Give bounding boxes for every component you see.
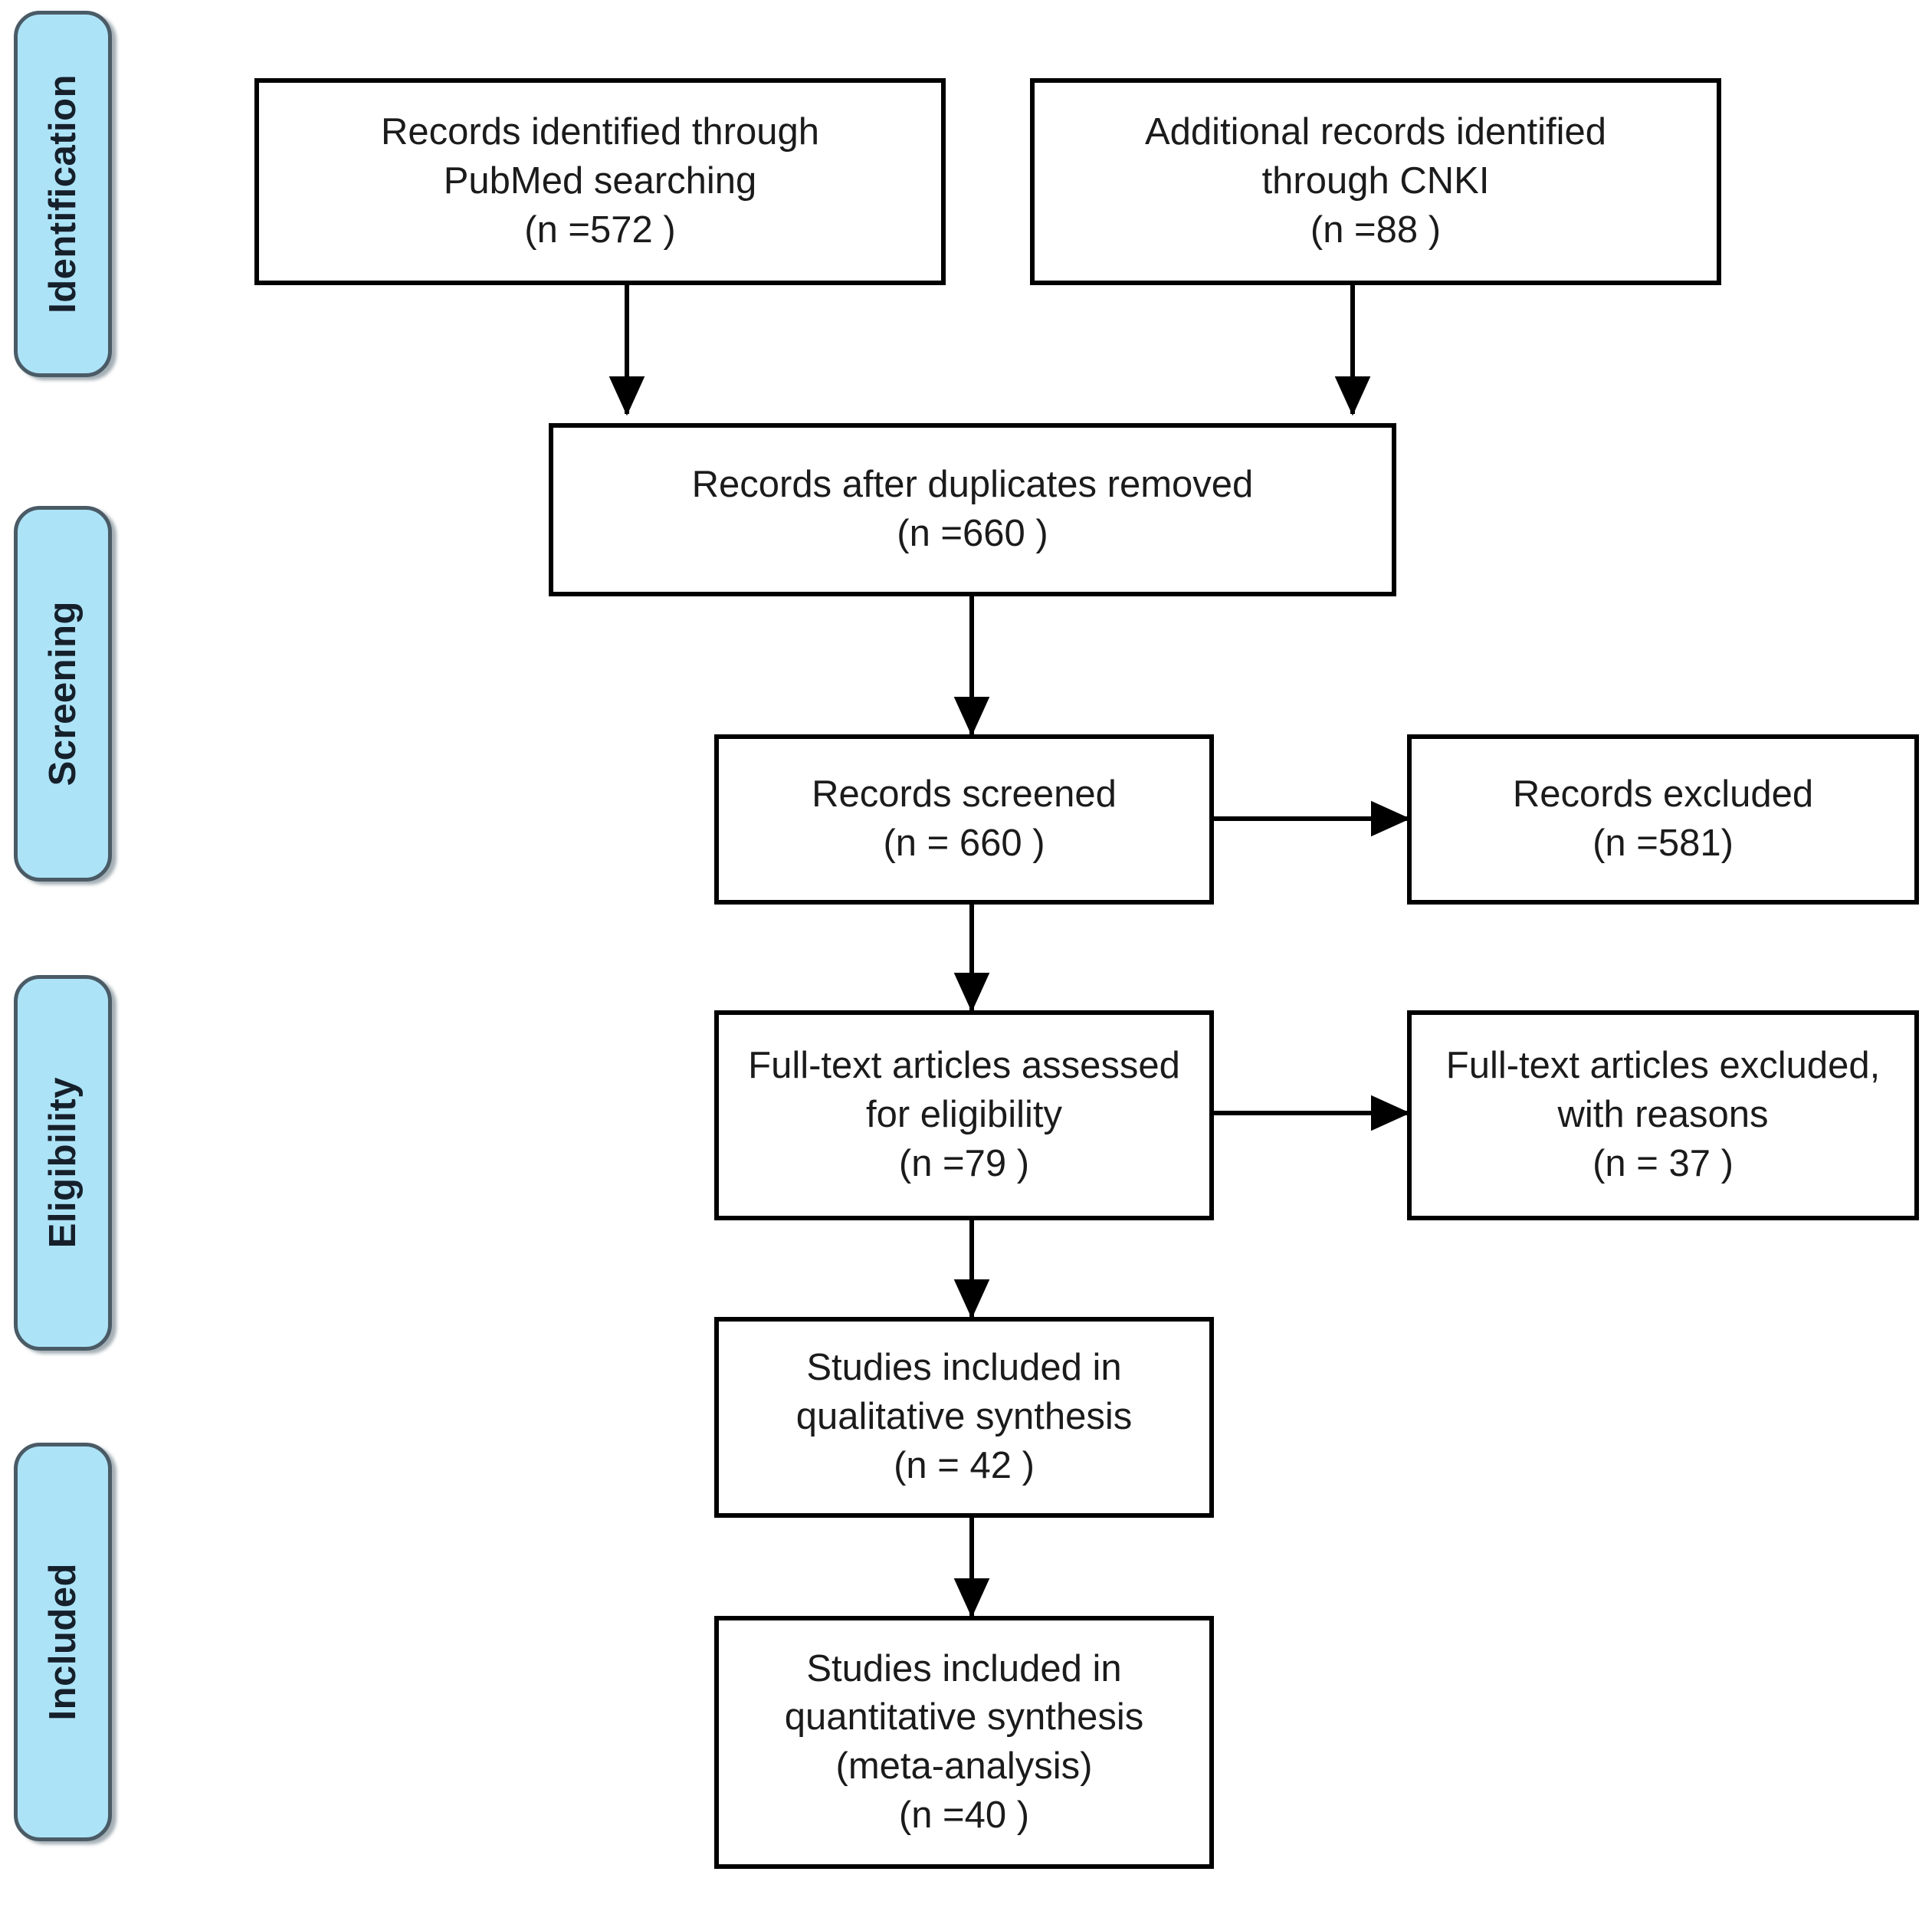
box-line: Records after duplicates removed [691, 464, 1254, 506]
box-count: (n =660 ) [897, 513, 1048, 554]
box-line: quantitative synthesis [784, 1696, 1144, 1739]
box-line: Records identified through [380, 111, 820, 153]
box-line: Additional records identified [1145, 111, 1606, 153]
stage-pill-identification: Identification [14, 11, 112, 377]
stage-label-included: Included [42, 1563, 84, 1721]
box-count: (n =581) [1593, 823, 1734, 864]
box-studies-quantitative: Studies included in quantitative synthes… [714, 1616, 1214, 1869]
stage-pill-screening: Screening [14, 506, 112, 882]
box-count: (n = 42 ) [894, 1444, 1035, 1486]
box-line: PubMed searching [443, 160, 757, 202]
box-line: Full-text articles assessed [748, 1045, 1180, 1087]
box-records-after-duplicates: Records after duplicates removed (n =660… [549, 423, 1396, 596]
box-line: for eligibility [866, 1094, 1062, 1136]
box-line: Studies included in [806, 1647, 1122, 1689]
box-count: (n = 37 ) [1593, 1142, 1734, 1184]
box-records-screened: Records screened (n = 660 ) [714, 734, 1214, 905]
box-line: Records screened [812, 773, 1117, 816]
box-records-excluded: Records excluded (n =581) [1407, 734, 1919, 905]
box-line: Studies included in [806, 1347, 1122, 1389]
stage-label-identification: Identification [42, 74, 84, 314]
box-line: through CNKI [1261, 160, 1490, 202]
stage-pill-eligibility: Eligibility [14, 975, 112, 1351]
box-count: (n =88 ) [1310, 209, 1442, 251]
stage-label-eligibility: Eligibility [42, 1077, 84, 1249]
box-line: with reasons [1557, 1094, 1769, 1136]
box-additional-records-cnki: Additional records identified through CN… [1030, 78, 1721, 285]
box-count: (n =79 ) [898, 1142, 1030, 1184]
stage-label-screening: Screening [42, 601, 84, 786]
box-line: Records excluded [1512, 773, 1814, 816]
box-line: (meta-analysis) [835, 1745, 1093, 1787]
box-fulltext-assessed: Full-text articles assessed for eligibil… [714, 1010, 1214, 1220]
box-line: Full-text articles excluded, [1445, 1045, 1881, 1087]
box-count: (n =40 ) [898, 1794, 1030, 1836]
box-studies-qualitative: Studies included in qualitative synthesi… [714, 1317, 1214, 1518]
box-records-identified-pubmed: Records identified through PubMed search… [254, 78, 946, 285]
box-count: (n = 660 ) [883, 823, 1045, 864]
stage-pill-included: Included [14, 1443, 112, 1841]
box-line: qualitative synthesis [795, 1396, 1133, 1438]
box-count: (n =572 ) [524, 209, 676, 251]
box-fulltext-excluded: Full-text articles excluded, with reason… [1407, 1010, 1919, 1220]
